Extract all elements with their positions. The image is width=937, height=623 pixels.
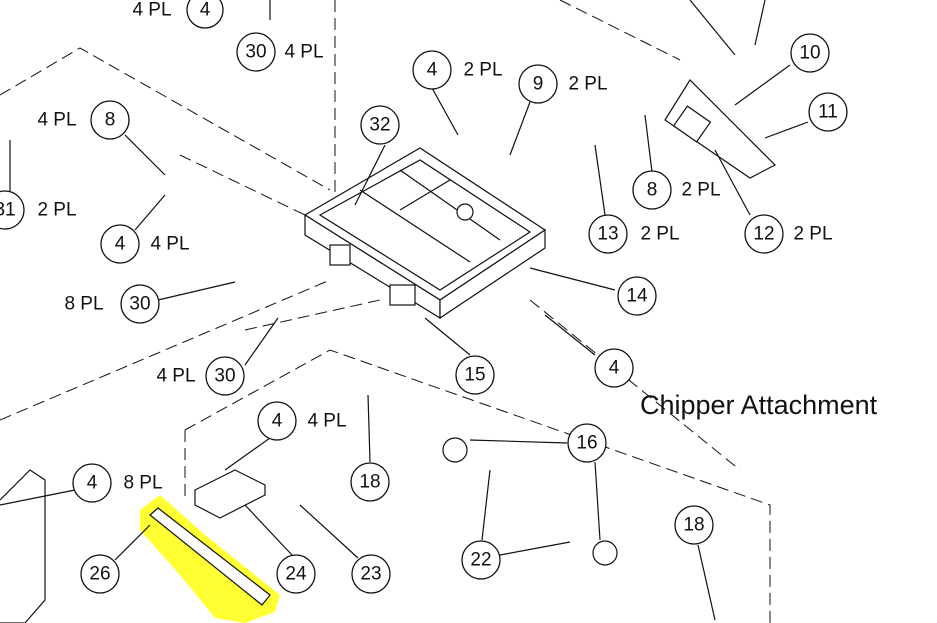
svg-text:4 PL: 4 PL	[284, 42, 323, 63]
callout: 30 4 PL	[236, 32, 324, 72]
svg-text:4: 4	[115, 234, 126, 255]
svg-text:2 PL: 2 PL	[793, 224, 832, 245]
svg-text:30: 30	[245, 42, 266, 63]
callout: 14	[617, 276, 657, 316]
callout: 16	[567, 423, 607, 463]
svg-text:12: 12	[753, 224, 774, 245]
callout: 4 8 PL	[72, 463, 163, 503]
svg-text:22: 22	[470, 550, 491, 571]
callout: 26	[80, 554, 120, 594]
frame-assembly	[303, 147, 547, 320]
svg-text:18: 18	[359, 472, 380, 493]
svg-text:4 PL: 4 PL	[150, 234, 189, 255]
svg-text:8: 8	[647, 180, 658, 201]
svg-text:4 PL: 4 PL	[132, 0, 171, 21]
callout: 23	[351, 554, 391, 594]
diagram-title: Chipper Attachment	[640, 390, 878, 420]
callout: 4 4 PL	[132, 0, 224, 29]
callout: 18	[674, 505, 714, 545]
part-10-11-12	[664, 79, 777, 179]
svg-text:14: 14	[626, 286, 648, 307]
assembly-dashed-lines	[0, 0, 771, 623]
svg-text:4: 4	[272, 411, 283, 432]
svg-text:4 PL: 4 PL	[156, 366, 195, 387]
svg-text:11: 11	[818, 102, 838, 123]
svg-text:15: 15	[464, 365, 485, 386]
svg-text:31: 31	[0, 200, 16, 221]
svg-text:13: 13	[597, 224, 618, 245]
svg-text:30: 30	[129, 294, 150, 315]
svg-text:24: 24	[285, 564, 307, 585]
svg-text:2 PL: 2 PL	[463, 60, 502, 81]
callout: 32	[360, 105, 400, 145]
callout: 13 2 PL	[588, 214, 680, 254]
svg-text:30: 30	[214, 366, 235, 387]
svg-text:2 PL: 2 PL	[681, 180, 720, 201]
callout: 18	[350, 462, 390, 502]
svg-text:10: 10	[799, 43, 820, 64]
callout: 12 2 PL	[744, 214, 833, 254]
part-26-bar	[149, 507, 271, 606]
part-24-bracket	[194, 469, 266, 519]
callout: 15	[455, 355, 495, 395]
callout: 8 2 PL	[632, 170, 721, 210]
svg-text:4: 4	[609, 358, 620, 379]
svg-text:9: 9	[533, 74, 544, 95]
svg-text:4 PL: 4 PL	[307, 411, 346, 432]
svg-text:8 PL: 8 PL	[64, 294, 103, 315]
callout: 31 2 PL	[0, 190, 77, 230]
svg-text:4: 4	[87, 473, 98, 494]
callout: 8 4 PL	[37, 100, 130, 140]
svg-text:4 PL: 4 PL	[37, 110, 76, 131]
side-frame	[0, 469, 46, 623]
callout: 11	[808, 92, 848, 132]
callout: 4 4 PL	[257, 401, 347, 441]
part-16-pulley	[592, 540, 618, 566]
callout: 24	[276, 554, 316, 594]
callout: 4 2 PL	[412, 50, 503, 90]
part-16-pulley	[442, 437, 468, 463]
svg-text:2 PL: 2 PL	[37, 200, 76, 221]
svg-text:8: 8	[105, 110, 116, 131]
callout: 9 2 PL	[518, 64, 608, 104]
callout: 4 4 PL	[100, 224, 190, 264]
svg-text:23: 23	[360, 564, 381, 585]
callout: 30 4 PL	[156, 356, 245, 396]
callout: 22	[461, 540, 501, 580]
svg-text:16: 16	[576, 433, 597, 454]
svg-text:4: 4	[427, 60, 438, 81]
svg-text:4: 4	[200, 0, 211, 21]
svg-text:2 PL: 2 PL	[640, 224, 679, 245]
svg-text:8 PL: 8 PL	[123, 473, 162, 494]
callout: 10	[790, 33, 830, 73]
svg-text:26: 26	[89, 564, 110, 585]
svg-text:32: 32	[369, 115, 390, 136]
callout: 30 8 PL	[64, 284, 160, 324]
svg-text:18: 18	[683, 515, 704, 536]
svg-text:2 PL: 2 PL	[568, 74, 607, 95]
leader-lines	[0, 0, 809, 621]
callout: 4	[594, 348, 634, 388]
